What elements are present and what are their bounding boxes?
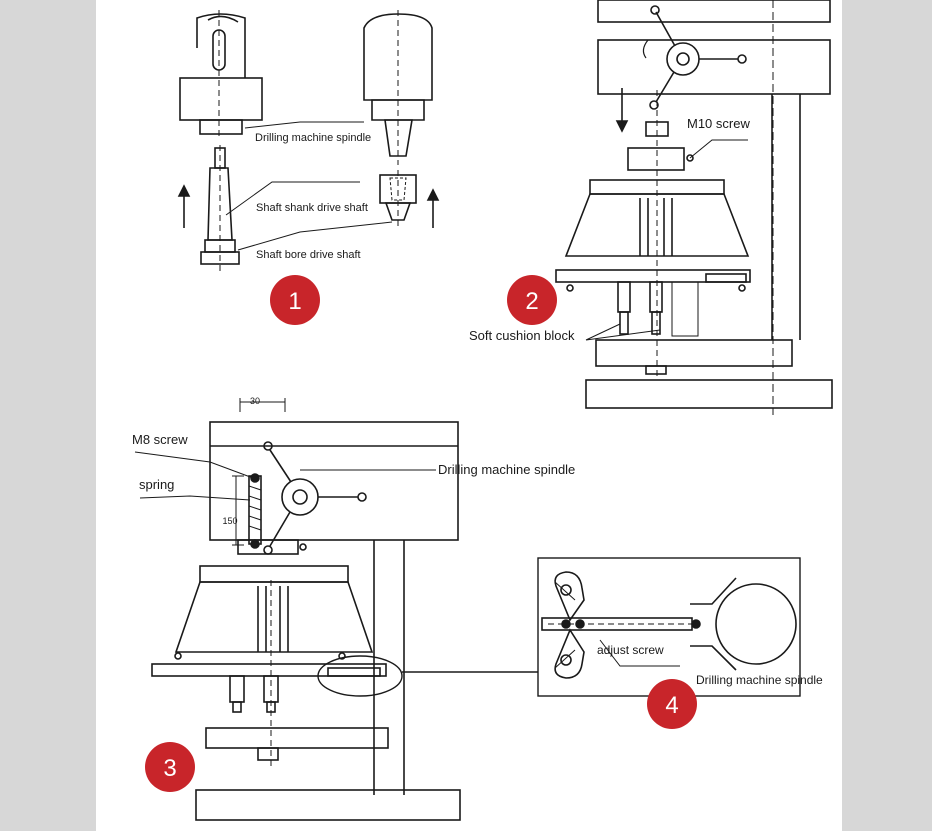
step-badge-2: 2 bbox=[507, 275, 557, 325]
feed-hub-3 bbox=[281, 478, 319, 516]
spindle-taper-body bbox=[363, 13, 433, 101]
base-2 bbox=[585, 379, 833, 409]
spindle-circle-4 bbox=[715, 583, 797, 665]
label-drilling-spindle-3: Drilling machine spindle bbox=[438, 462, 575, 477]
head-top-2 bbox=[597, 0, 831, 23]
panel-3 bbox=[134, 398, 538, 821]
spindle-collar bbox=[179, 77, 263, 121]
label-m8-screw: M8 screw bbox=[132, 432, 188, 447]
callout-ellipse bbox=[317, 655, 403, 697]
label-adjust-screw: adjust screw bbox=[597, 643, 664, 657]
step-number-2: 2 bbox=[525, 288, 538, 315]
cushion-block bbox=[671, 281, 699, 337]
label-soft-cushion: Soft cushion block bbox=[469, 328, 575, 343]
label-drilling-spindle-1: Drilling machine spindle bbox=[255, 132, 371, 144]
head-2 bbox=[597, 39, 831, 95]
mount-block-2 bbox=[627, 147, 685, 171]
dim-width: 30 bbox=[250, 396, 260, 406]
left-margin bbox=[0, 0, 96, 831]
label-m10-screw: M10 screw bbox=[687, 116, 750, 131]
feed-hub-2 bbox=[666, 42, 700, 76]
right-margin bbox=[842, 0, 932, 831]
step-number-1: 1 bbox=[288, 288, 301, 315]
plate-2 bbox=[555, 269, 751, 283]
step-number-4: 4 bbox=[665, 692, 678, 719]
spindle-taper-tip bbox=[384, 119, 413, 157]
paper bbox=[96, 0, 842, 831]
table-3 bbox=[205, 727, 389, 749]
panel-2 bbox=[555, 0, 833, 415]
step-number-3: 3 bbox=[163, 755, 176, 782]
label-spring: spring bbox=[139, 477, 174, 492]
table-2 bbox=[595, 339, 793, 367]
panel-4 bbox=[537, 557, 801, 697]
label-shaft-shank: Shaft shank drive shaft bbox=[256, 202, 368, 214]
v-block bbox=[690, 577, 737, 671]
step-badge-1: 1 bbox=[270, 275, 320, 325]
plate-3 bbox=[151, 663, 387, 677]
bore-shaft bbox=[379, 174, 417, 204]
mount-block-3 bbox=[237, 539, 299, 555]
attachment-body-3 bbox=[174, 581, 374, 653]
bracket-top bbox=[554, 571, 585, 622]
attachment-body-2 bbox=[564, 193, 750, 257]
label-drilling-spindle-4: Drilling machine spindle bbox=[696, 673, 823, 687]
dim-height: 150 bbox=[222, 516, 237, 526]
bracket-bottom bbox=[554, 628, 585, 679]
panel-1 bbox=[177, 10, 440, 275]
attachment-top-3 bbox=[199, 565, 349, 583]
base-3 bbox=[195, 789, 461, 821]
head-3 bbox=[209, 421, 459, 541]
spindle-shaft-1 bbox=[196, 13, 246, 78]
step-badge-4: 4 bbox=[647, 679, 697, 729]
step-badge-3: 3 bbox=[145, 742, 195, 792]
label-shaft-bore: Shaft bore drive shaft bbox=[256, 249, 361, 261]
